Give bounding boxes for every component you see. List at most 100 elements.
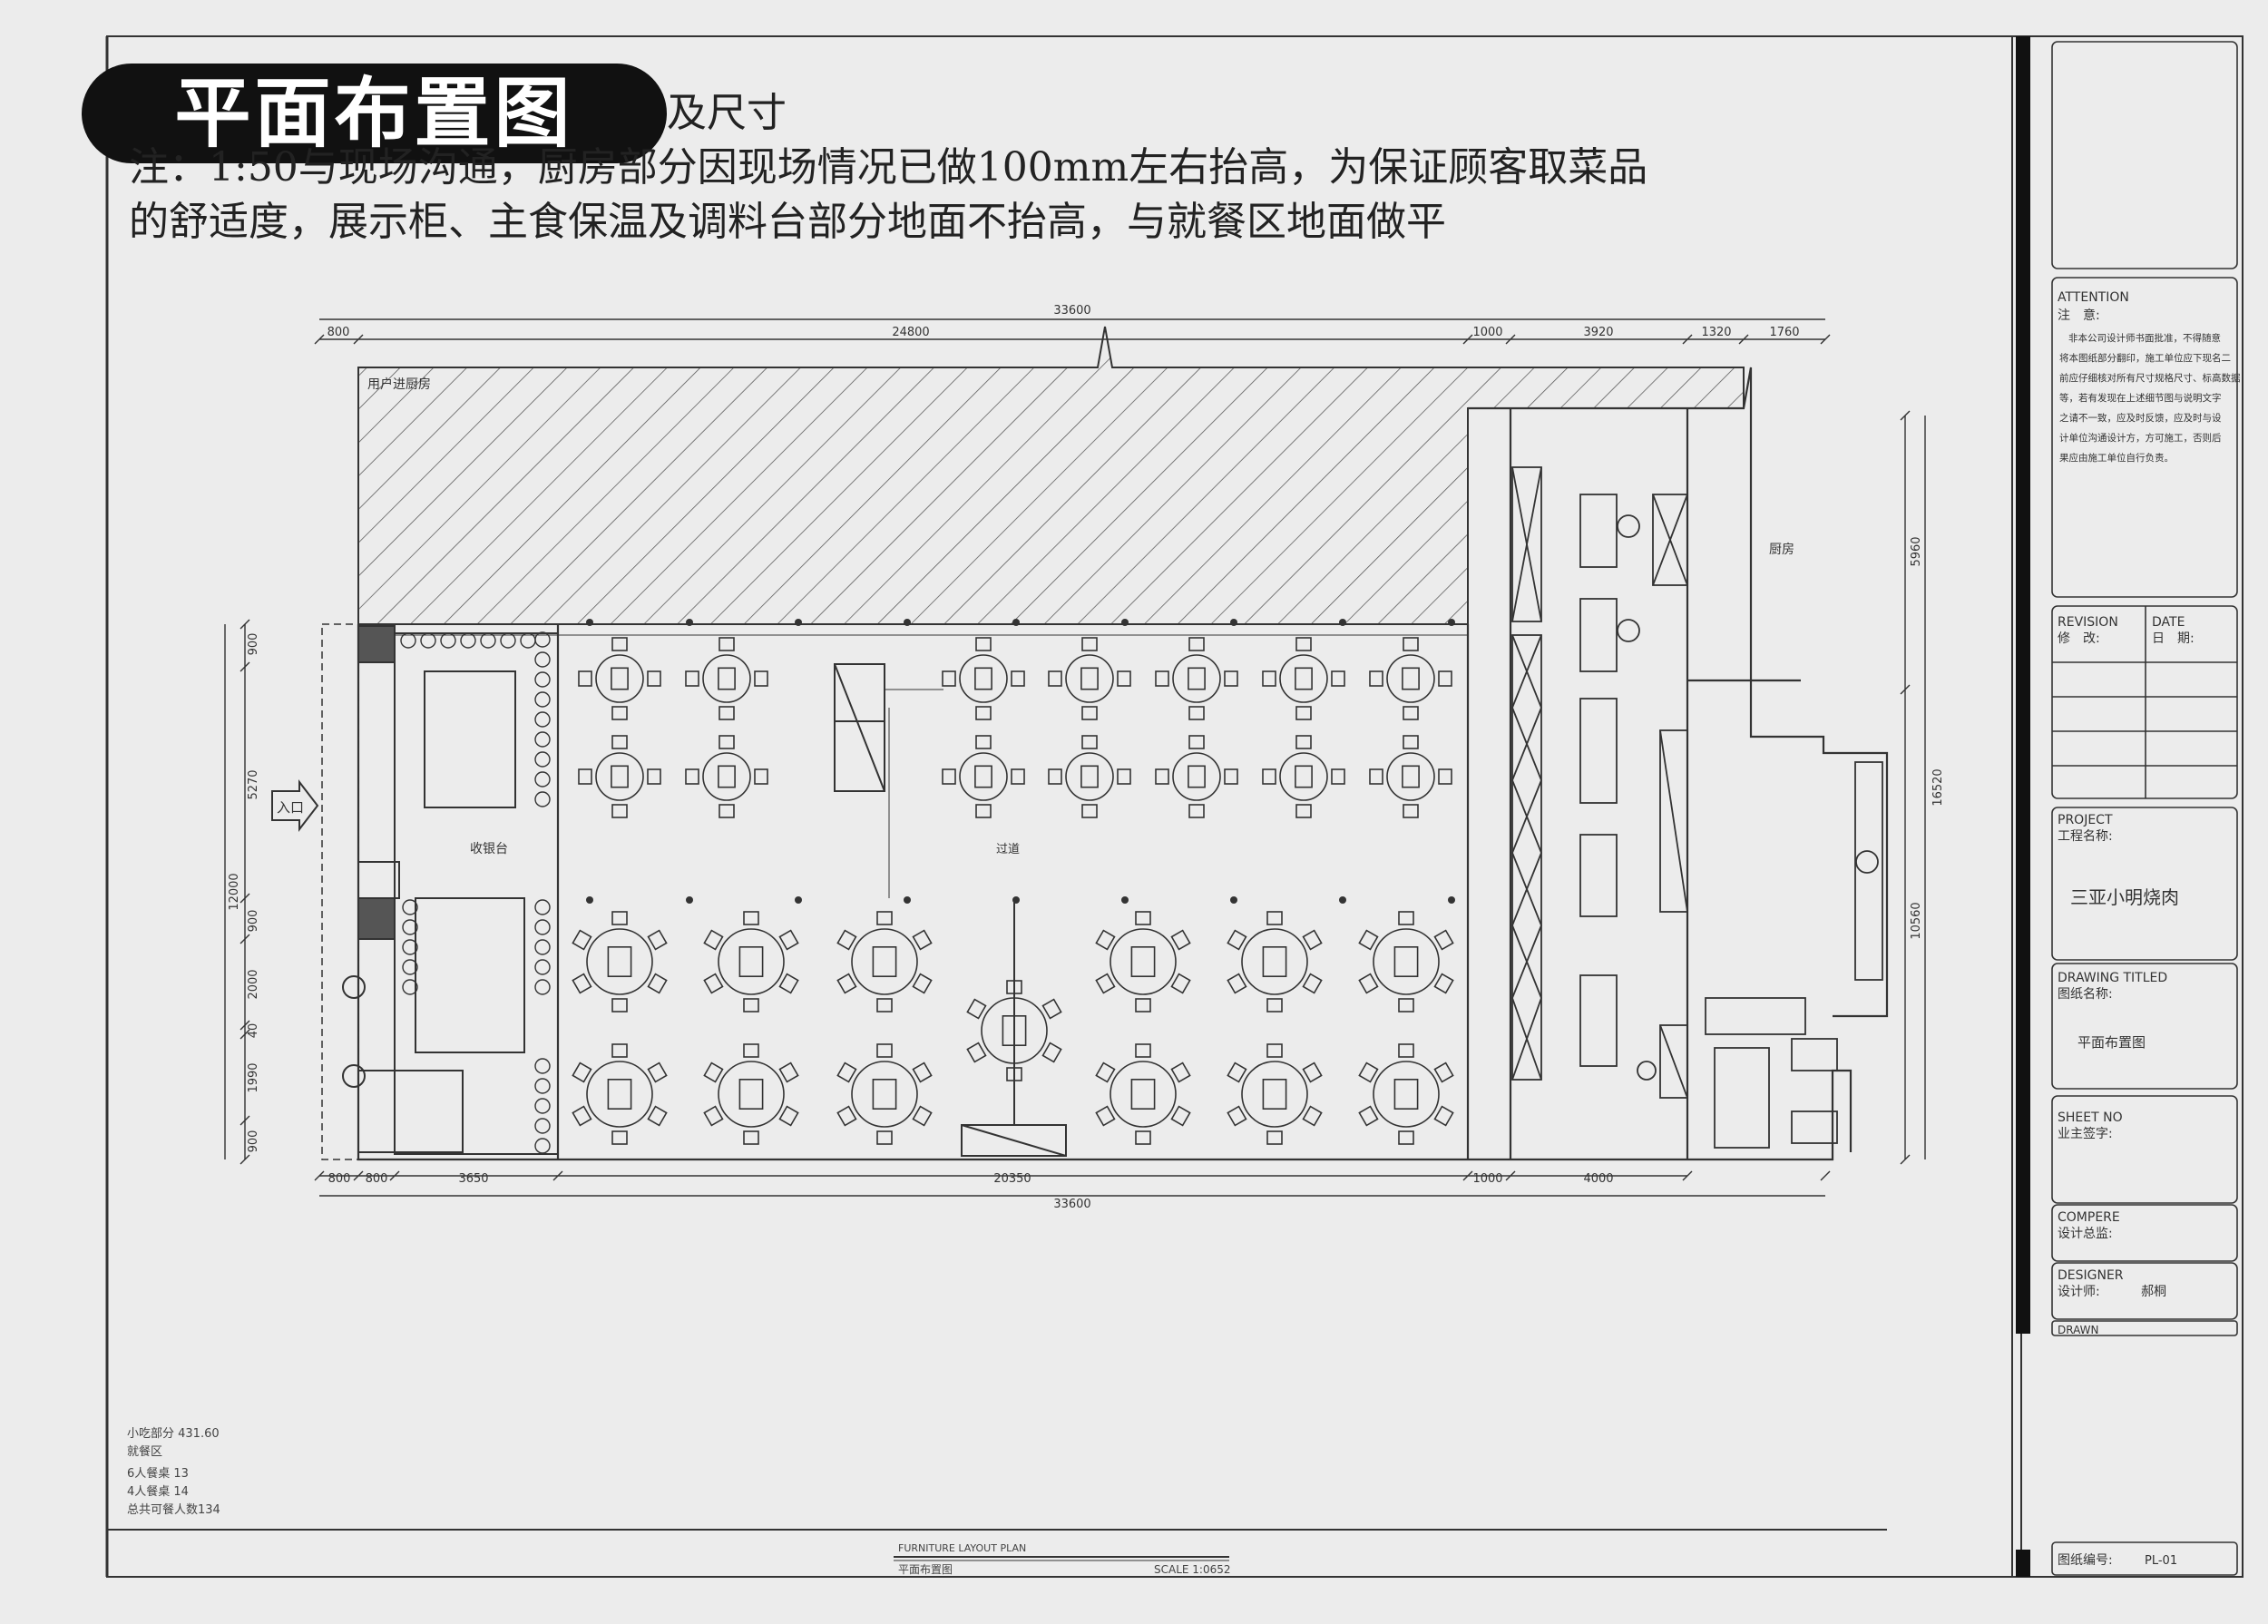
dim-top-seg-3: 1000 (1472, 326, 1502, 339)
project-name: 三亚小明烧肉 (2070, 886, 2179, 908)
dim-right-seg-2: 10560 (1910, 902, 1923, 939)
dim-tick (314, 334, 325, 345)
planter-icon (420, 632, 436, 649)
stats-four-person: 4人餐桌 14 (127, 1484, 189, 1499)
dim-tick (1820, 1170, 1831, 1181)
planter-icon (402, 959, 418, 975)
planter-icon (534, 919, 551, 935)
column-dot (1230, 896, 1237, 904)
column-dot (1121, 896, 1129, 904)
four-person-table (1369, 735, 1452, 818)
planter-icon (520, 632, 536, 649)
date-label: DATE (2152, 615, 2185, 630)
counter-label: 收银台 (470, 842, 508, 856)
dim-top-seg-1: 800 (327, 326, 350, 339)
planter-icon (460, 632, 476, 649)
dimension-labels-vertical: 12000 900 5270 900 2000 40 1990 900 1652… (228, 536, 1945, 1152)
partitions (834, 663, 1067, 1157)
designer-name: 郝桐 (2141, 1285, 2166, 1299)
dim-tick (1505, 334, 1516, 345)
title-badge: 平面布置图 (82, 64, 667, 163)
dim-tick (552, 1170, 563, 1181)
entrance-zone (321, 623, 359, 1160)
planter-icon (534, 939, 551, 955)
dim-bottom-seg-5: 1000 (1472, 1172, 1502, 1186)
dim-tick (240, 1020, 250, 1031)
dim-left-seg-6: 1990 (247, 1062, 260, 1092)
four-person-table (578, 637, 661, 720)
column-dot (1012, 619, 1020, 626)
column-dot (686, 896, 693, 904)
entrance-arrow (271, 779, 319, 832)
planter-icon (402, 979, 418, 995)
planter-icon (534, 671, 551, 688)
dimension-lines (224, 318, 1926, 1197)
dim-bottom-seg-1: 800 (328, 1172, 351, 1186)
six-person-table (703, 911, 799, 1013)
dim-tick (240, 661, 250, 672)
planter-icon (534, 791, 551, 807)
titleblock (2051, 41, 2238, 1576)
dim-left-total: 12000 (228, 873, 241, 910)
four-person-table (1155, 637, 1238, 720)
sheet-number-label: 图纸编号: (2058, 1553, 2113, 1568)
dim-right-seg-1: 5960 (1910, 536, 1923, 566)
dim-tick (240, 1115, 250, 1126)
attention-line-1: 非本公司设计师书面批准，不得随意 (2068, 332, 2221, 344)
four-person-table (1262, 637, 1345, 720)
column-dot (1339, 619, 1346, 626)
six-person-table (1227, 911, 1323, 1013)
dining-tables (572, 637, 1454, 1145)
dim-top-seg-4: 3920 (1583, 326, 1613, 339)
drawn-label: DRAWN (2058, 1324, 2099, 1336)
dim-bottom-seg-3: 3650 (458, 1172, 488, 1186)
stats-six-person: 6人餐桌 13 (127, 1466, 189, 1481)
dim-top-seg-2: 24800 (892, 326, 929, 339)
dim-tick (1738, 334, 1749, 345)
dim-left-seg-2: 5270 (247, 769, 260, 799)
column-dot (586, 896, 593, 904)
titleblock-strip (2016, 36, 2030, 1334)
dim-tick (240, 619, 250, 630)
dim-tick (240, 1029, 250, 1040)
planter-icon (534, 959, 551, 975)
column-dot (1448, 896, 1455, 904)
hatched-area-label: 用户进厨房 (367, 377, 431, 392)
note-line-1: 及尺寸 (667, 90, 787, 136)
planter-icon (400, 632, 416, 649)
four-person-table (685, 637, 768, 720)
attention-line-2: 将本图纸部分翻印，施工单位应下现名二 (2059, 352, 2231, 364)
planter-icon (534, 691, 551, 708)
dim-tick (1682, 1170, 1693, 1181)
seating-stats: 小吃部分 431.60 就餐区 6人餐桌 13 4人餐桌 14 总共可餐人数13… (127, 1426, 220, 1517)
dim-tick (389, 1170, 400, 1181)
dimension-ticks (240, 334, 1911, 1181)
four-person-table (942, 735, 1025, 818)
kitchen-equipment (1511, 466, 1883, 1149)
note-line-2: 注：1:50与现场沟通，厨房部分因现场情况已做100mm左右抬高，为保证顾客取菜… (129, 144, 1648, 191)
planter-icon (534, 1138, 551, 1154)
dim-tick (1900, 1154, 1911, 1165)
dim-bottom-total: 33600 (1053, 1198, 1090, 1211)
dim-right-total: 16520 (1931, 768, 1945, 806)
dim-tick (240, 1154, 250, 1165)
project-label: PROJECT (2058, 813, 2113, 827)
planter-icon (534, 1118, 551, 1134)
dim-bottom-seg-6: 4000 (1583, 1172, 1613, 1186)
service-counter (342, 625, 559, 1155)
drawing-label: DRAWING TITLED (2058, 971, 2167, 985)
stats-total: 总共可餐人数134 (127, 1502, 220, 1517)
attention-line-7: 果应由施工单位自行负责。 (2059, 452, 2174, 464)
compere-label: COMPERE (2058, 1210, 2120, 1225)
column-dot (686, 619, 693, 626)
entrance-label: 入口 (277, 799, 304, 816)
dim-left-seg-3: 900 (247, 910, 260, 933)
titleblock-strip-bottom (2016, 1550, 2030, 1577)
attention-cn: 注 意: (2058, 308, 2100, 323)
sheet-label: SHEET NO (2058, 1110, 2123, 1125)
stats-seats-title: 就餐区 (127, 1444, 162, 1459)
planter-icon (480, 632, 496, 649)
attention-line-4: 等，若有发现在上述细节图与说明文字 (2059, 392, 2222, 404)
footer-title: FURNITURE LAYOUT PLAN 平面布置图 SCALE 1:0652 (894, 1542, 1231, 1576)
attention-line-3: 前应仔细核对所有尺寸规格尺寸、标高数据 (2059, 372, 2241, 384)
